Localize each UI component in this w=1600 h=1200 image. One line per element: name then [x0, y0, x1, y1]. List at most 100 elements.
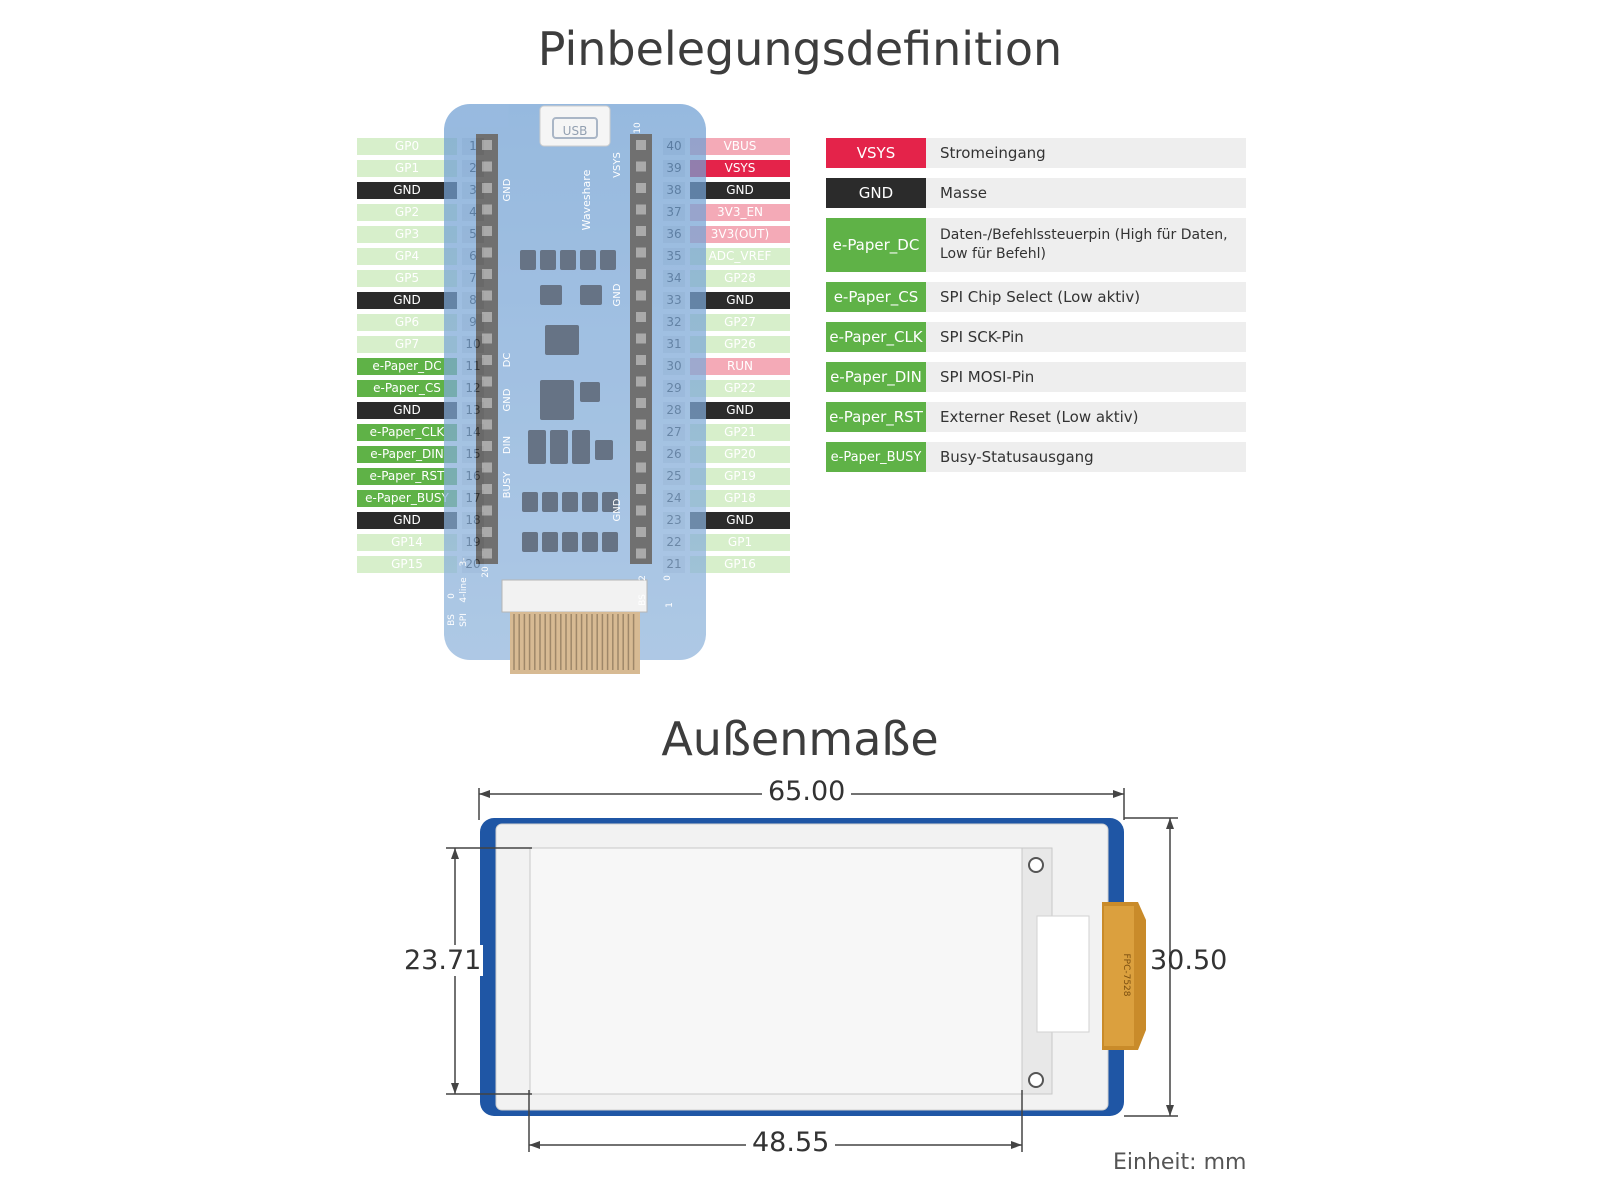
silk-bs-left: BS: [447, 614, 457, 626]
left-pin-label-11: e-Paper_DC: [357, 358, 457, 375]
legend-label: GND: [826, 178, 926, 208]
silk-left-din: DIN: [502, 436, 513, 454]
board-component: [550, 430, 568, 464]
header-pin: [636, 505, 646, 516]
header-pin: [482, 419, 492, 430]
silk-bs-left-0: 0: [447, 593, 457, 599]
silk-left-dc: DC: [502, 353, 513, 368]
unit-note: Einheit: mm: [1113, 1150, 1247, 1175]
legend-description: Stromeingang: [926, 138, 1246, 168]
silk-left-gnd: GND: [502, 178, 513, 201]
header-pin: [636, 484, 646, 494]
header-pin: [482, 505, 492, 516]
active-height-dimension-value: 23.71: [402, 945, 484, 976]
right-pin-label-38: GND: [690, 182, 790, 199]
board-component: [600, 250, 616, 270]
board-component: [540, 285, 562, 305]
right-pin-label-32: GP27: [690, 314, 790, 331]
right-pin-label-35: ADC_VREF: [690, 248, 790, 265]
right-pin-label-22: GP1: [690, 534, 790, 551]
header-pin: [636, 226, 646, 236]
left-header: [476, 134, 498, 564]
header-pin: [482, 548, 492, 559]
board-component: [580, 285, 602, 305]
fpc-connector: [501, 579, 648, 674]
fpc-label: FPC-7528: [1121, 953, 1131, 996]
legend-description: SPI Chip Select (Low aktiv): [926, 282, 1246, 312]
left-pin-label-18: GND: [357, 512, 457, 529]
header-pin: [636, 376, 646, 387]
left-pin-label-17: e-Paper_BUSY: [357, 490, 457, 507]
legend-label: e-Paper_BUSY: [826, 442, 926, 472]
header-pin: [636, 290, 646, 301]
right-pin-label-27: GP21: [690, 424, 790, 441]
header-pin: [636, 247, 646, 258]
legend-description: Daten-/Befehlssteuerpin (High für Daten,…: [926, 218, 1246, 272]
silk-left-busy: BUSY: [502, 471, 513, 499]
height-dimension-value: 30.50: [1150, 945, 1228, 976]
left-pin-label-8: GND: [357, 292, 457, 309]
left-pin-label-16: e-Paper_RST: [357, 468, 457, 485]
silk-right-gnd: GND: [612, 283, 623, 306]
dimension-drawing: FPC-7528: [446, 788, 1178, 1152]
legend-description: Externer Reset (Low aktiv): [926, 402, 1246, 432]
left-pin-label-12: e-Paper_CS: [357, 380, 457, 397]
right-pin-label-26: GP20: [690, 446, 790, 463]
active-width-dimension-value: 48.55: [746, 1127, 836, 1158]
board-component: [602, 492, 618, 512]
header-pin: [636, 183, 646, 193]
board-component: [545, 325, 579, 355]
header-pin: [482, 398, 492, 408]
header-pin: [482, 269, 492, 279]
right-pin-label-31: GP26: [690, 336, 790, 353]
right-header: [630, 134, 652, 564]
header-pin: [482, 355, 492, 365]
header-pin: [636, 333, 646, 344]
silk-3-line: 3-: [459, 558, 469, 567]
silk-header-20: 20: [481, 566, 491, 578]
board-component: [582, 532, 598, 552]
legend-description: SPI SCK-Pin: [926, 322, 1246, 352]
legend-description: Masse: [926, 178, 1246, 208]
legend-label: e-Paper_DIN: [826, 362, 926, 392]
board-component: [542, 492, 558, 512]
header-pin: [636, 161, 646, 172]
header-pin: [636, 441, 646, 451]
silk-bs-right: BS: [638, 594, 648, 606]
mounting-hole-bottom: [1028, 1072, 1044, 1088]
legend-label: VSYS: [826, 138, 926, 168]
header-pin: [636, 527, 646, 537]
left-pin-label-9: GP6: [357, 314, 457, 331]
legend-description: Busy-Statusausgang: [926, 442, 1246, 472]
silk-header-2: 2: [638, 575, 648, 581]
silk-4-line: 4-line: [459, 577, 469, 603]
board-component: [528, 430, 546, 464]
header-pin: [482, 247, 492, 258]
right-pin-label-30: RUN: [690, 358, 790, 375]
silk-right-vsys: VSYS: [612, 152, 623, 178]
right-pin-label-33: GND: [690, 292, 790, 309]
header-pin: [482, 161, 492, 172]
header-pin: [482, 376, 492, 387]
board-component: [595, 440, 613, 460]
board-component: [602, 532, 618, 552]
board-component: [540, 250, 556, 270]
board-component: [540, 380, 574, 420]
dimensions-title: Außenmaße: [661, 712, 939, 766]
display-active-area: [529, 847, 1053, 1095]
right-pin-label-28: GND: [690, 402, 790, 419]
header-pin: [482, 226, 492, 236]
header-pin: [636, 312, 646, 322]
legend-label: e-Paper_CLK: [826, 322, 926, 352]
left-pin-label-1: GP0: [357, 138, 457, 155]
right-pin-label-37: 3V3_EN: [690, 204, 790, 221]
right-pin-label-34: GP28: [690, 270, 790, 287]
left-pin-label-19: GP14: [357, 534, 457, 551]
header-pin: [482, 484, 492, 494]
